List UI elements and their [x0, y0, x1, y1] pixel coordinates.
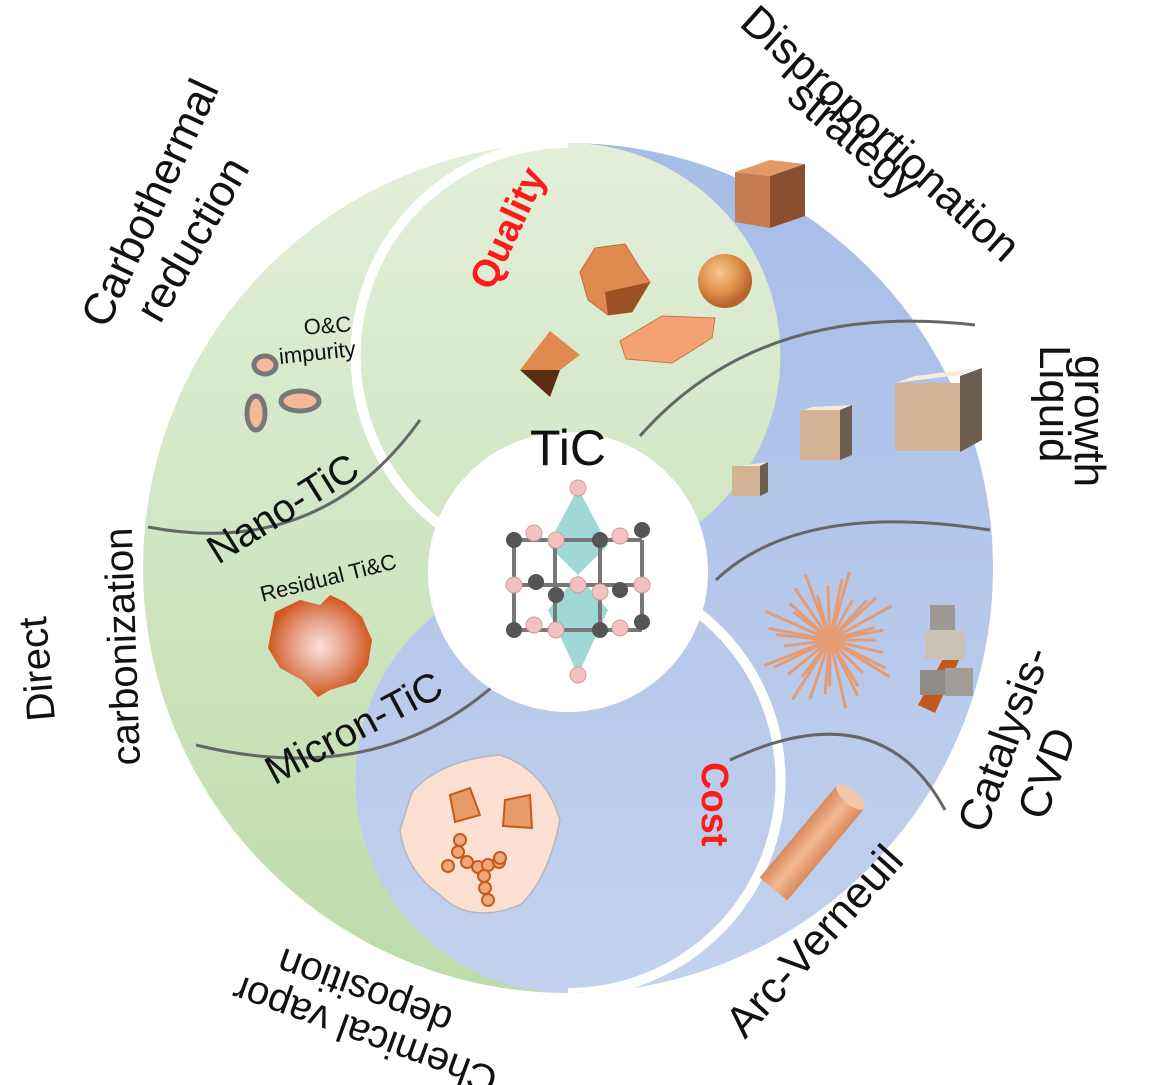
nanowire	[787, 638, 832, 676]
hexagonal-plate-icon	[619, 315, 716, 364]
divider-liquid-catalysis	[714, 520, 991, 582]
octahedron-icon	[520, 331, 580, 397]
center-circle	[428, 432, 708, 712]
nanowire	[823, 638, 832, 695]
divider-dispro-liquid	[638, 319, 976, 437]
center-title: TiC	[530, 420, 606, 476]
micron-particle-icon	[268, 595, 372, 697]
nanowire	[816, 595, 832, 642]
nanowire	[828, 605, 892, 642]
nanowire	[828, 638, 864, 674]
crystal-structure-icon	[505, 479, 651, 684]
nanowire	[789, 602, 832, 642]
nanowire	[828, 599, 854, 642]
nanowire-burst-icon	[764, 572, 892, 709]
nanowire	[826, 585, 832, 642]
nanowire	[801, 638, 832, 678]
divider-micron-cvd	[195, 678, 502, 760]
nanowire	[828, 638, 891, 678]
nanowire	[828, 628, 884, 642]
nanowire	[764, 638, 832, 667]
catalyst-cubes-whisker-icon	[918, 605, 973, 713]
growing-cubes-icon	[732, 368, 982, 496]
nanowire	[794, 588, 832, 642]
sphere-icon	[698, 254, 752, 308]
svg-text:growth: growth	[1065, 355, 1114, 487]
nanowire	[828, 638, 859, 697]
cube-icon	[735, 160, 805, 228]
svg-text:Direct: Direct	[11, 615, 64, 723]
svg-text:Liquid: Liquid	[1030, 345, 1079, 462]
nanowire	[765, 610, 832, 642]
nanowire	[783, 638, 832, 648]
truncated-octahedron-icon	[579, 243, 651, 316]
nanoparticle-ellipses-icon	[244, 353, 322, 433]
cylinder-rod-icon	[759, 784, 866, 901]
nanowire	[828, 638, 883, 654]
nanowire	[828, 597, 877, 642]
cost-label: Cost	[693, 762, 735, 847]
label-direct-carbonization: Direct carbonization	[11, 527, 149, 766]
nanowire	[768, 627, 832, 642]
label-carbothermal-reduction: Carbothermal reduction	[72, 72, 260, 334]
nanowire	[828, 638, 847, 709]
divider-nano-micron	[147, 419, 422, 535]
svg-text:carbonization: carbonization	[97, 527, 149, 766]
divider-catalysis-arc	[729, 732, 947, 811]
nano-note-oc: O&C	[303, 311, 352, 339]
label-liquid-growth: Liquid growth	[1030, 345, 1114, 487]
nanowire	[808, 638, 832, 700]
nanowire	[828, 572, 851, 642]
cvd-particle-cluster-icon	[399, 754, 561, 914]
